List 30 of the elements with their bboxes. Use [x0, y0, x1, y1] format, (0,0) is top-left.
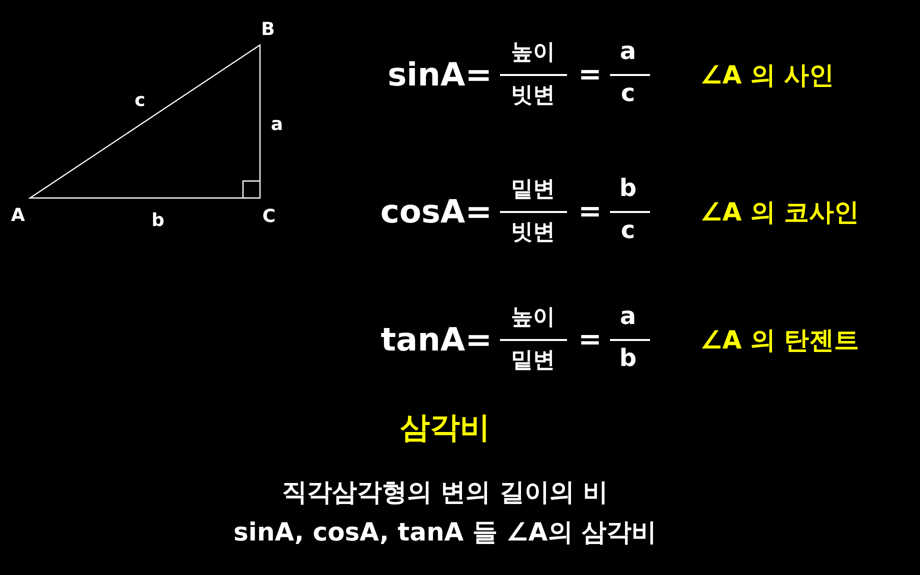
ratio-name: sinA= — [388, 57, 492, 93]
numerator: b — [619, 174, 637, 202]
numerator: a — [620, 38, 636, 64]
denominator: 빗변 — [511, 84, 555, 108]
numerator: 높이 — [511, 306, 555, 330]
vertex-label: A — [11, 206, 25, 226]
denominator: c — [620, 216, 636, 244]
description-text: sinA, cosA, tanA 들 ∠A의 삼각비 — [234, 518, 656, 546]
denominator: 빗변 — [511, 220, 555, 246]
heading: 삼각비 — [400, 412, 490, 444]
numerator: 밑변 — [511, 178, 555, 202]
side-label: c — [134, 91, 146, 111]
ratio-description: ∠A 의 코사인 — [700, 198, 860, 226]
equals-sign: = — [578, 324, 602, 356]
equals-sign: = — [578, 60, 602, 90]
description-text: 직각삼각형의 변의 길이의 비 — [282, 478, 608, 506]
numerator: a — [620, 302, 636, 330]
ratio-name: cosA= — [380, 194, 492, 230]
ratio-description: ∠A 의 사인 — [700, 61, 834, 89]
ratio-description: ∠A 의 탄젠트 — [700, 326, 860, 354]
side-label: b — [152, 211, 164, 231]
numerator: 높이 — [511, 40, 555, 66]
side-label: a — [270, 115, 284, 135]
ratio-name: tanA= — [380, 322, 492, 358]
vertex-label: C — [262, 207, 276, 227]
denominator: b — [619, 344, 637, 372]
equals-sign: = — [578, 196, 602, 228]
denominator: c — [620, 80, 636, 106]
denominator: 밑변 — [511, 348, 555, 374]
vertex-label: B — [261, 20, 275, 40]
